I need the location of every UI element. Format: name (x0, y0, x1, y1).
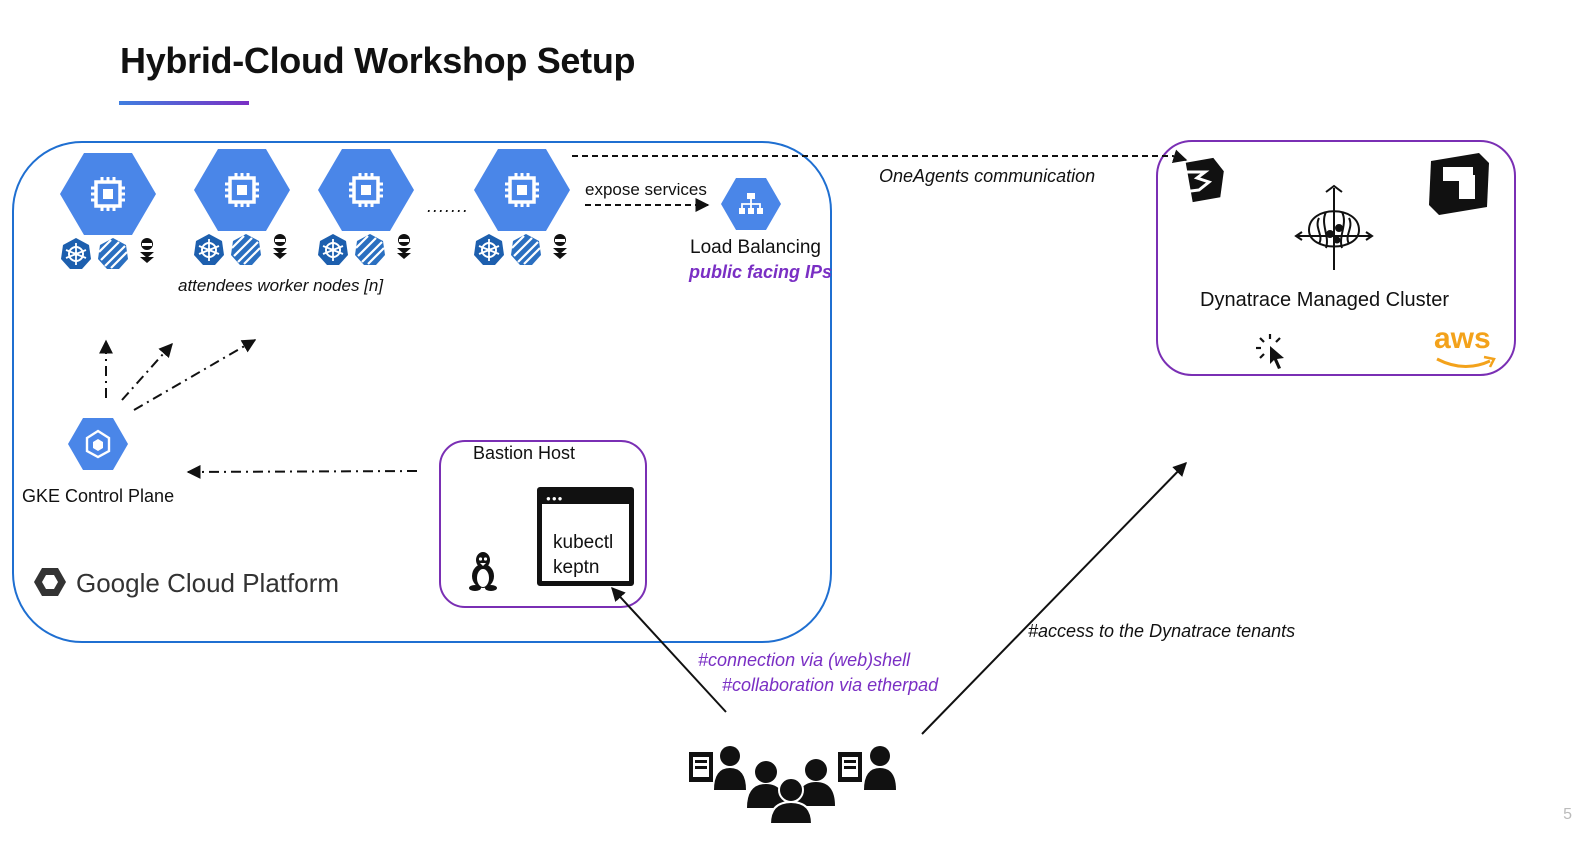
users-group-icon (689, 746, 896, 825)
load-balancing-label: Load Balancing (690, 237, 821, 258)
aws-logo-label: aws (1434, 322, 1491, 355)
gcp-platform-label: Google Cloud Platform (76, 568, 340, 598)
tenant-access-arrow (921, 461, 1187, 735)
compute-engine-icon-1 (60, 153, 156, 235)
kubernetes-icon (473, 233, 505, 266)
dynatrace-cluster-container (1156, 140, 1516, 376)
google-cloud-logo-icon (34, 568, 66, 596)
dynatrace-logo-icon (1429, 153, 1489, 215)
nodes-ellipsis: ....... (427, 196, 470, 216)
istio-icon (96, 236, 130, 271)
terminal-line-keptn: keptn (553, 557, 600, 578)
compute-engine-icon-4 (474, 149, 570, 231)
brain-icon (1294, 184, 1374, 270)
istio-icon (509, 232, 543, 267)
oneagent-arrow (572, 149, 1188, 163)
istio-icon (353, 232, 387, 267)
shell-connection-arrow (611, 586, 727, 713)
dynatrace-agent-icon (1182, 157, 1224, 203)
ninja-icon (553, 234, 567, 259)
control-plane-label: GKE Control Plane (22, 486, 175, 506)
compute-engine-icon-2 (194, 149, 290, 231)
etherpad-label: #collaboration via etherpad (722, 675, 939, 695)
linux-icon (469, 552, 497, 591)
page-number: 5 (1563, 806, 1572, 823)
kubernetes-icon (317, 233, 349, 266)
expose-services-label: expose services (585, 180, 707, 199)
public-ips-label: public facing IPs (689, 262, 833, 282)
ninja-icon (397, 234, 411, 259)
ninja-icon (273, 234, 287, 259)
load-balancer-icon (721, 178, 781, 230)
control-plane-arrows (99, 339, 418, 479)
worker-nodes-label: attendees worker nodes [n] (178, 276, 384, 295)
cursor-icon (1256, 334, 1284, 369)
aws-arrow-icon (1483, 355, 1496, 368)
title-underline (119, 101, 249, 105)
dynatrace-cluster-label: Dynatrace Managed Cluster (1200, 289, 1450, 311)
terminal-line-kubectl: kubectl (553, 532, 614, 553)
terminal-text: kubectl keptn (553, 530, 613, 580)
compute-engine-icon-3 (318, 149, 414, 231)
tenant-access-label: #access to the Dynatrace tenants (1028, 621, 1296, 641)
aws-smile-icon (1436, 357, 1491, 368)
gcp-container (12, 141, 832, 643)
oneagent-communication-label: OneAgents communication (879, 166, 1096, 186)
bastion-host-container (439, 440, 647, 608)
kubernetes-icon (193, 233, 225, 266)
ninja-icon (140, 238, 154, 263)
kubernetes-icon (60, 237, 92, 270)
terminal-dots-icon: ●●● (546, 494, 564, 503)
terminal-titlebar (542, 492, 629, 504)
bastion-host-label: Bastion Host (473, 443, 576, 463)
terminal-window: ●●● kubectl keptn (537, 487, 634, 586)
gke-icon (68, 418, 128, 470)
istio-icon (229, 232, 263, 267)
shell-connection-label: #connection via (web)shell (698, 650, 911, 670)
page-title: Hybrid-Cloud Workshop Setup (120, 40, 636, 81)
